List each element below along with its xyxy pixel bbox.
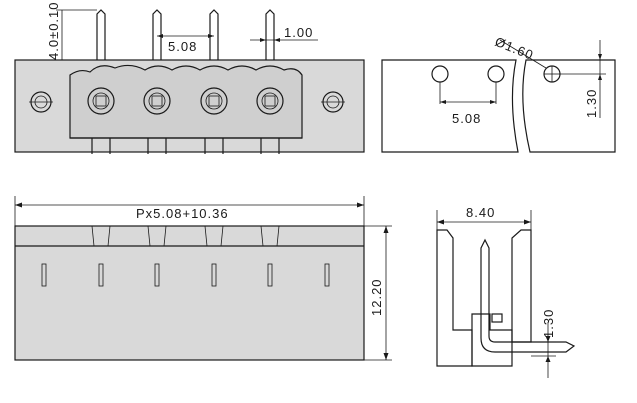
section-right-wall: [511, 229, 532, 343]
top-view: Px5.08+10.36 12.20: [14, 196, 392, 361]
total-length-dim: Px5.08+10.36: [136, 206, 229, 221]
front-pins: [96, 9, 275, 60]
top-view-body: [14, 225, 365, 361]
hole-diameter-dim: Ø1.60: [493, 34, 536, 63]
pcb-dimension-lines: [439, 39, 606, 118]
side-section-view: 8.40 1.30: [436, 205, 576, 378]
front-view: 4.0±0.10 5.08 1.00: [14, 1, 365, 154]
pcb-hole-1: [431, 65, 449, 83]
pcb-hole-view: 5.08 Ø1.60 1.30: [381, 34, 616, 153]
depth-dim: 8.40: [466, 205, 495, 220]
height-dim: 12.20: [369, 278, 384, 316]
pitch-side-dim: 5.08: [452, 111, 481, 126]
front-dimension-lines: [56, 9, 318, 60]
pcb-hole-2: [487, 65, 505, 83]
top-view-pins: [41, 263, 330, 287]
front-mount-holes: [29, 91, 345, 113]
top-view-slots: [91, 225, 280, 247]
pin-offset-dim: 1.30: [541, 309, 556, 338]
pitch-top-dim: 5.08: [168, 39, 197, 54]
front-bottom-legs: [70, 137, 302, 154]
pin-height-dim: 4.0±0.10: [46, 1, 61, 60]
front-screws: [87, 87, 284, 115]
pin-width-dim: 1.00: [284, 25, 313, 40]
hole-offset-dim: 1.30: [584, 89, 599, 118]
section-bottom: [471, 313, 513, 367]
section-left-wall: [436, 229, 473, 367]
front-terminal-block: [69, 64, 303, 139]
section-pin: [480, 238, 576, 353]
